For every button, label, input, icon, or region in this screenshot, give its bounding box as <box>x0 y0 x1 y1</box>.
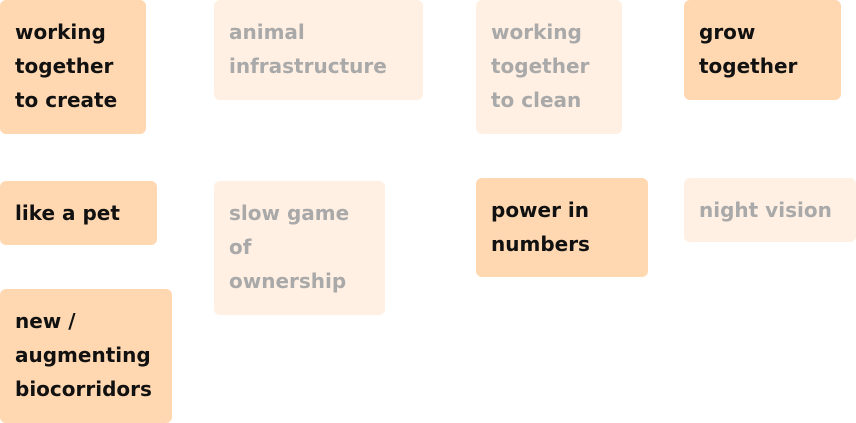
sticky-note-slow-game-of-ownership[interactable]: slow game of ownership <box>214 181 385 315</box>
sticky-note-new-augmenting-biocorridors[interactable]: new / augmenting biocorridors <box>0 289 172 423</box>
sticky-note-working-together-to-create[interactable]: working together to create <box>0 0 146 134</box>
sticky-note-working-together-to-clean[interactable]: working together to clean <box>476 0 622 134</box>
sticky-note-animal-infrastructure[interactable]: animal infrastructure <box>214 0 423 100</box>
sticky-note-like-a-pet[interactable]: like a pet <box>0 181 157 245</box>
sticky-note-night-vision[interactable]: night vision <box>684 178 856 242</box>
sticky-note-power-in-numbers[interactable]: power in numbers <box>476 178 648 277</box>
sticky-note-grow-together[interactable]: grow together <box>684 0 841 100</box>
